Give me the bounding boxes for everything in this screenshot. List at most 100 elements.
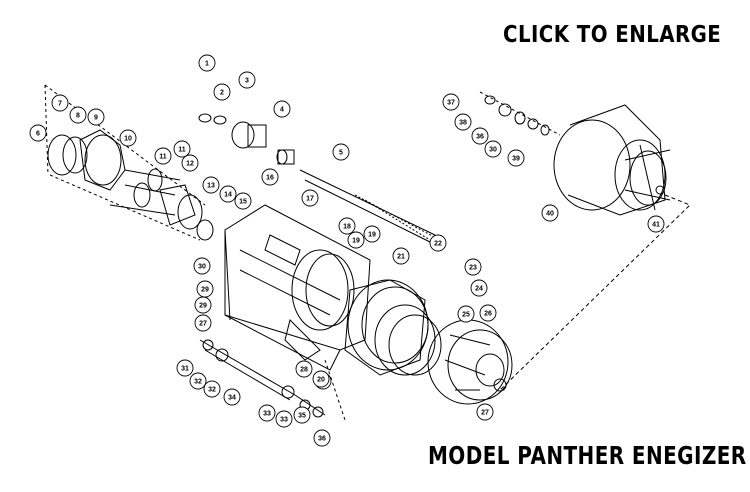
callout-number: 32	[194, 379, 202, 386]
callout-bubble	[476, 403, 494, 421]
callout-bubble	[203, 380, 221, 398]
callout-bubble	[193, 257, 211, 275]
callout-bubble	[471, 127, 489, 145]
callout-number: 33	[263, 411, 271, 418]
callout-number: 29	[199, 303, 207, 310]
callout-bubble	[219, 185, 237, 203]
callout-number: 32	[208, 387, 216, 394]
drive-shaft	[299, 169, 441, 243]
callout-number: 5	[339, 150, 343, 157]
callout-number: 36	[318, 436, 326, 443]
callout-number: 1	[205, 61, 209, 68]
callout-number: 10	[124, 136, 132, 143]
callout-number: 35	[298, 413, 306, 420]
callout-number: 23	[469, 265, 477, 272]
callout-bubble	[647, 215, 665, 233]
callout-bubble	[238, 71, 256, 89]
callout-bubble	[87, 108, 105, 126]
callout-number: 26	[484, 311, 492, 318]
callout-number: 41	[652, 222, 660, 229]
callout-number: 24	[475, 286, 483, 293]
callout-bubble	[392, 247, 410, 265]
callout-bubble	[464, 258, 482, 276]
bottom-fittings	[199, 339, 326, 418]
callout-bubble	[293, 406, 311, 424]
callout-number: 29	[201, 287, 209, 294]
callout-number: 36	[476, 134, 484, 141]
callout-bubble	[470, 279, 488, 297]
callout-number: 19	[352, 238, 360, 245]
callout-bubble	[154, 147, 172, 165]
callout-number: 12	[186, 161, 194, 168]
callout-bubble	[119, 129, 137, 147]
callout-bubble	[338, 217, 356, 235]
inlet-flange-assembly	[44, 84, 206, 241]
click-to-enlarge-link[interactable]: CLICK TO ENLARGE	[503, 22, 722, 48]
callout-bubble	[69, 106, 87, 124]
callout-number: 40	[546, 211, 554, 218]
volute-casing	[344, 279, 442, 376]
callout-number: 34	[228, 395, 236, 402]
callout-bubble	[507, 149, 525, 167]
callout-bubble	[198, 54, 216, 72]
callout-bubble	[261, 168, 279, 186]
callout-bubble	[484, 140, 502, 158]
callout-number: 11	[159, 154, 167, 161]
callout-bubble	[457, 305, 475, 323]
callout-bubble	[454, 113, 472, 131]
callout-bubble	[234, 192, 252, 210]
seal-rings	[133, 168, 214, 241]
bolts	[109, 169, 181, 216]
motor-unit	[499, 104, 691, 391]
callout-bubble	[173, 140, 191, 158]
callout-number: 15	[239, 199, 247, 206]
model-title: MODEL PANTHER ENEGIZER	[428, 441, 747, 470]
callout-number: 31	[181, 366, 189, 373]
callout-number: 11	[178, 147, 186, 154]
part-callouts[interactable]: 1234567891011111213141516171819191920212…	[29, 54, 665, 447]
callout-number: 4	[280, 107, 284, 114]
callout-bubble	[313, 429, 331, 447]
callout-number: 25	[462, 312, 470, 319]
callout-bubble	[479, 304, 497, 322]
impeller	[427, 319, 513, 405]
callout-number: 30	[489, 147, 497, 154]
callout-number: 7	[58, 101, 62, 108]
callout-bubble	[332, 143, 350, 161]
callout-bubble	[363, 225, 381, 243]
callout-bubble	[429, 234, 447, 252]
callout-bubble	[258, 404, 276, 422]
callout-number: 33	[280, 417, 288, 424]
callout-bubble	[275, 410, 293, 428]
callout-number: 28	[300, 367, 308, 374]
callout-number: 27	[481, 410, 489, 417]
bearing-stack	[198, 113, 295, 165]
callout-bubble	[194, 314, 212, 332]
callout-number: 30	[198, 264, 206, 271]
callout-number: 19	[368, 232, 376, 239]
callout-bubble	[273, 100, 291, 118]
callout-number: 2	[220, 90, 224, 97]
callout-bubble	[347, 231, 365, 249]
callout-number: 20	[317, 377, 325, 384]
callout-bubble	[312, 370, 330, 388]
callout-bubble	[176, 359, 194, 377]
callout-bubble	[202, 176, 220, 194]
callout-number: 17	[306, 196, 314, 203]
callout-number: 13	[207, 183, 215, 190]
callout-number: 8	[76, 113, 80, 120]
callout-number: 16	[266, 175, 274, 182]
callout-number: 39	[512, 156, 520, 163]
callout-bubble	[442, 93, 460, 111]
callout-bubble	[301, 189, 319, 207]
callout-number: 37	[447, 100, 455, 107]
motor-seal-parts	[479, 91, 561, 136]
callout-bubble	[223, 388, 241, 406]
callout-number: 21	[397, 254, 405, 261]
callout-number: 22	[434, 241, 442, 248]
callout-number: 38	[459, 120, 467, 127]
callout-bubble	[51, 94, 69, 112]
callout-bubble	[213, 83, 231, 101]
